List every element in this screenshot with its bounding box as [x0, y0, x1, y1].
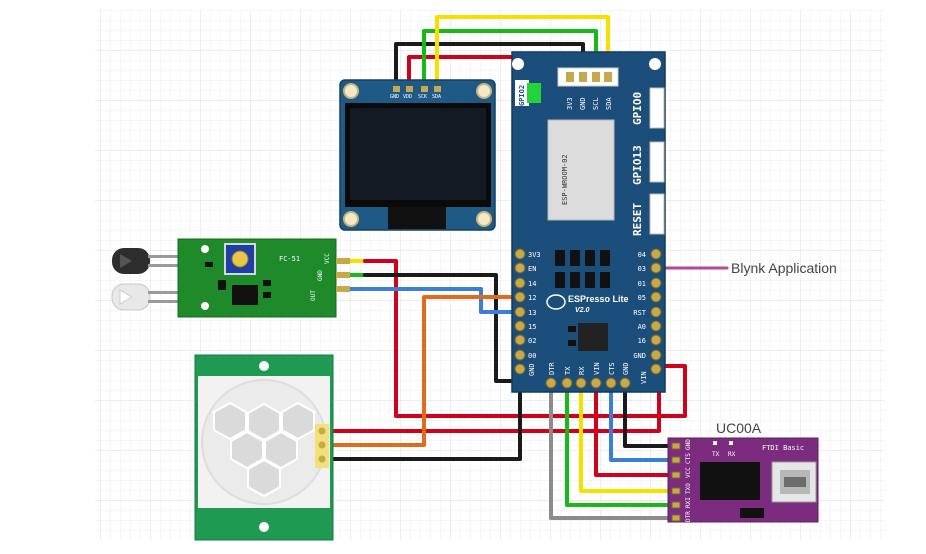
esp-left-pin-label: EN — [528, 265, 536, 273]
esp-top-pin-label: SCL — [592, 97, 600, 110]
oled-mount-hole — [343, 211, 359, 227]
ftdi-pin-label: GND — [685, 439, 692, 450]
wire-dtr — [549, 386, 673, 520]
esp-right-pin-label: GND — [633, 352, 646, 360]
esp-mount-hole — [512, 58, 524, 70]
esp-bottom-pin-label: TX — [564, 366, 572, 375]
esp-left-pin-label: 12 — [528, 294, 536, 302]
reset-button[interactable] — [649, 193, 665, 235]
ftdi-pin-label: TXO — [685, 483, 692, 494]
esp-top-pin-label: SDA — [605, 97, 613, 110]
esp-left-pin-label: 15 — [528, 323, 536, 331]
ir-pin-label: OUT — [310, 290, 317, 301]
ftdi-board-label: FTDI Basic — [762, 444, 804, 452]
esp-left-header: 3V3 EN 14 12 13 15 02 00 GND — [514, 248, 541, 376]
ir-model-label: FC-51 — [279, 255, 300, 263]
oled-mount-hole — [343, 83, 359, 99]
esp-top-pin-label: GND — [579, 97, 587, 110]
gpio2-label: GPIO2 — [518, 85, 526, 106]
oled-display: GND VDD SCK SDA — [339, 79, 496, 231]
ftdi-rx-label: RX — [728, 451, 736, 458]
ftdi-tx-label: TX — [712, 451, 720, 458]
esp-right-pin-label: 03 — [638, 265, 646, 273]
esp-right-pin-label: 16 — [638, 337, 646, 345]
ftdi-chip — [700, 462, 760, 500]
esp-top-pin-label: 3V3 — [566, 97, 574, 110]
esp-right-pin-label: VIN — [640, 371, 648, 384]
espresso-logo-icon — [546, 294, 566, 310]
pir-sensor — [194, 354, 334, 541]
ftdi-pin-label: RXI — [685, 497, 692, 508]
oled-pins — [393, 86, 441, 92]
esp-module — [547, 119, 615, 221]
ir-receiver-led — [111, 283, 183, 311]
ftdi-pin-label: CTS — [685, 453, 692, 464]
wire-gnd — [623, 386, 673, 448]
esp-bottom-pin-label: VIN — [593, 362, 601, 375]
esp-buttons: GPIO0 GPIO13 RESET — [631, 87, 665, 236]
oled-pin-label: GND — [390, 94, 399, 100]
ir-comparator-chip — [232, 285, 258, 305]
esp-right-pin-label: A0 — [638, 323, 646, 331]
oled-pin-label: SCK — [418, 94, 427, 100]
esp-board: 3V3 GND SCL SDA GPIO2 ESP-WROOM-02 GPIO0… — [511, 51, 666, 393]
pir-lens-icon — [213, 401, 315, 498]
esp-brand: ESPresso Lite — [568, 294, 629, 304]
wire-ir-red — [363, 259, 687, 418]
ftdi-title-label: UC00A — [716, 420, 762, 436]
esp-chips — [555, 250, 610, 351]
esp-version: V2.0 — [575, 307, 590, 314]
gpio0-label: GPIO0 — [631, 92, 644, 125]
esp-right-pin-label: 05 — [638, 294, 646, 302]
wire-pir-out — [326, 295, 522, 447]
esp-right-pin-label: 04 — [638, 251, 646, 259]
wire-tx — [565, 386, 673, 507]
esp-left-pin-label: 13 — [528, 309, 536, 317]
esp-mount-hole — [649, 58, 661, 70]
oled-pin-labels: GND VDD SCK SDA — [390, 94, 441, 100]
oled-mount-hole — [476, 83, 492, 99]
oled-ribbon — [388, 207, 446, 229]
wire-pir-gnd — [326, 379, 522, 461]
esp-right-header: 04 03 01 05 RST A0 16 GND VIN — [633, 248, 662, 384]
esp-left-pin-label: 14 — [528, 280, 536, 288]
esp-bottom-pin-label: RX — [578, 366, 586, 375]
ir-pin-label: VCC — [324, 253, 331, 264]
ftdi-pin-label: VCC — [685, 467, 692, 478]
esp-bottom-pin-label: CTS — [608, 362, 616, 375]
blynk-application-label: Blynk Application — [731, 260, 837, 276]
esp-right-pin-label: RST — [633, 309, 646, 317]
ir-emitter-led — [112, 248, 183, 274]
gpio13-label: GPIO13 — [631, 145, 644, 185]
esp-left-pin-label: 3V3 — [528, 251, 541, 259]
oled-pin-label: SDA — [432, 94, 441, 100]
wire-ir-blue — [363, 287, 522, 314]
wire-ir-black — [363, 273, 522, 383]
oled-mount-hole — [476, 211, 492, 227]
esp-bottom-header: DTR TX RX VIN CTS GND — [545, 362, 631, 389]
esp-bottom-pin-label: GND — [622, 362, 630, 375]
reset-label: RESET — [631, 203, 644, 236]
ftdi-board: DTR RXI TXO VCC CTS GND FTDI Basic TX RX — [667, 437, 819, 523]
gpio13-button[interactable] — [649, 141, 665, 183]
esp-left-pin-label: GND — [528, 363, 536, 376]
esp-left-pin-label: 02 — [528, 337, 536, 345]
wire-cts — [609, 386, 673, 462]
gpio0-button[interactable] — [649, 87, 665, 129]
oled-pin-label: VDD — [403, 94, 412, 100]
esp-module-label: ESP-WROOM-02 — [561, 154, 569, 205]
ir-sensor: FC-51 OUT GND VCC — [111, 238, 350, 318]
esp-right-pin-label: 01 — [638, 280, 646, 288]
ir-pin-label: GND — [317, 270, 324, 281]
esp-left-pin-label: 00 — [528, 352, 536, 360]
wire-oled-sda — [435, 15, 610, 91]
wire-rx — [579, 386, 673, 493]
ftdi-pin-label: DTR — [685, 511, 692, 522]
esp-bottom-pin-label: DTR — [548, 362, 556, 375]
wire-vin — [594, 386, 673, 477]
gpio2-led — [515, 80, 529, 106]
